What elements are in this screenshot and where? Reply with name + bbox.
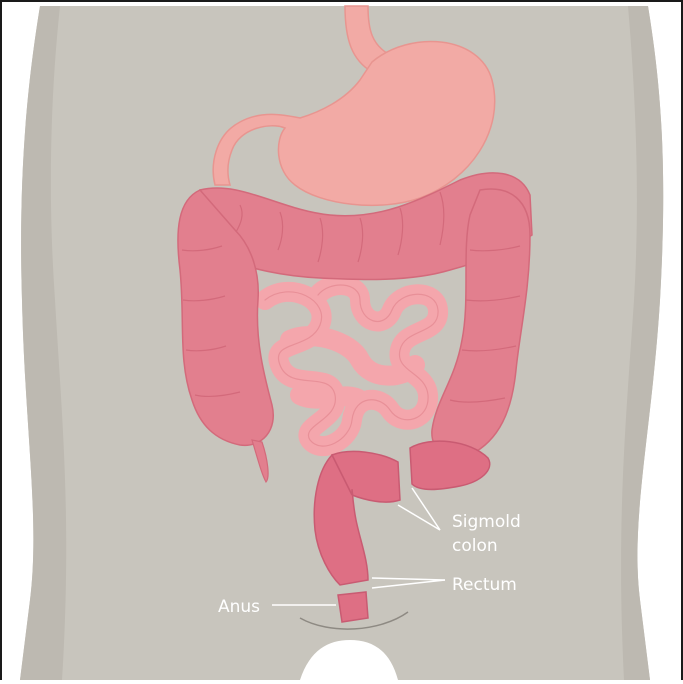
label-sigmoid-line2: colon: [452, 536, 498, 556]
label-anus: Anus: [218, 597, 260, 617]
anus: [338, 592, 368, 622]
label-rectum: Rectum: [452, 575, 517, 595]
label-sigmoid-line1: Sigmold: [452, 512, 521, 532]
